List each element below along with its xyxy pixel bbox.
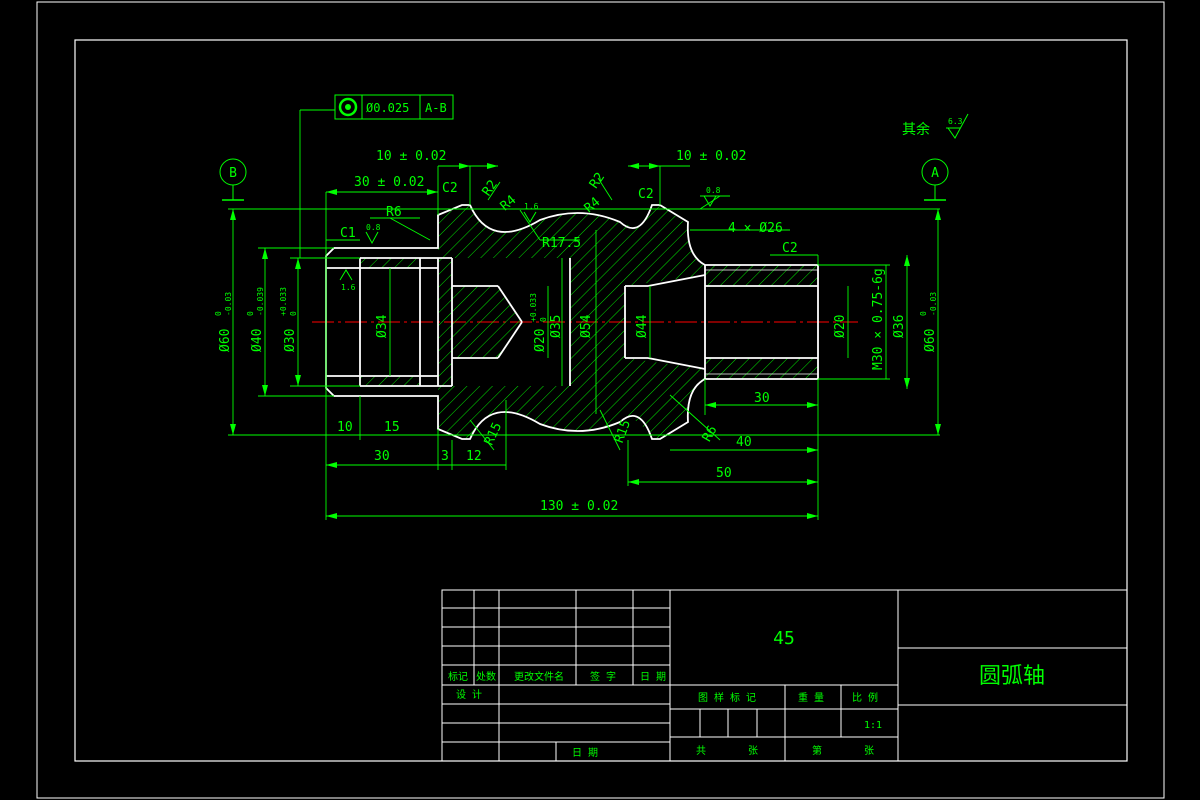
datum-b: B (219, 158, 247, 201)
section-hatch (326, 205, 818, 439)
tb-weight: 重 量 (798, 691, 824, 704)
dia-60-left: Ø60 (218, 329, 233, 352)
dia-36: Ø36 (892, 315, 907, 338)
dimension-texts: 10 ± 0.02 30 ± 0.02 10 ± 0.02 C2 C2 C2 C… (214, 149, 938, 514)
tb-sheet: 张 (748, 745, 758, 757)
roughness-icon (339, 269, 353, 281)
other-surfaces-label: 其余 (902, 121, 930, 138)
datum-a: A (921, 158, 949, 201)
thread-spec: M30 × 0.75-6g (871, 268, 886, 370)
radius-r6-bottom: R6 (700, 423, 721, 444)
thread-lines (705, 269, 818, 375)
chamfer-c2-left: C2 (442, 181, 458, 196)
dim-10-left: 10 ± 0.02 (376, 149, 446, 164)
datum-a-label: A (931, 166, 939, 181)
len-15: 15 (384, 420, 400, 435)
len-30-bottom: 30 (374, 449, 390, 464)
tolerance-frame: Ø0.025 A-B (334, 94, 454, 120)
tb-sheet2: 张 (864, 745, 874, 757)
dia-20-left: Ø20 (533, 329, 548, 352)
dia-35: Ø35 (549, 315, 564, 338)
dia-40-tol-low: -0.039 (256, 287, 265, 316)
dia-60-right-tol-up: 0 (919, 311, 928, 316)
dia-30-tol-up: +0.033 (279, 287, 288, 316)
tolerance-datum: A-B (425, 101, 447, 115)
tb-scale-value: 1:1 (864, 720, 882, 731)
dia-34: Ø34 (375, 314, 390, 338)
outer-sheet-border (36, 1, 1165, 799)
dia-30-tol-low: 0 (289, 311, 298, 316)
general-roughness-value: 6.3 (948, 117, 963, 126)
len-40: 40 (736, 435, 752, 450)
tb-total: 共 (696, 745, 706, 757)
datum-b-label: B (229, 166, 237, 181)
len-3: 3 (441, 449, 449, 464)
tb-signature: 签 字 (590, 670, 616, 683)
chamfer-c1: C1 (340, 226, 356, 241)
dia-60-right-tol-low: -0.03 (929, 292, 938, 316)
radius-r15-left: R15 (482, 420, 506, 448)
tb-date: 日 期 (640, 671, 666, 683)
radius-r17-5: R17.5 (542, 236, 581, 251)
part-outline (325, 204, 819, 440)
tb-change-doc: 更改文件名 (514, 670, 564, 683)
bore-roughness-value: 1.6 (341, 283, 356, 292)
dia-40: Ø40 (250, 329, 265, 352)
len-50: 50 (716, 466, 732, 481)
tb-no: 第 (812, 744, 822, 757)
radius-r2-left: R2 (480, 178, 501, 199)
chamfer-c2-right: C2 (638, 187, 654, 202)
dim-10-right: 10 ± 0.02 (676, 149, 746, 164)
dimension-lines (228, 109, 940, 520)
radius-r2-right: R2 (587, 170, 608, 191)
material-text: 45 (773, 628, 795, 649)
top-roughness-value: 0.8 (706, 186, 721, 195)
surface-finish-left: 0.8 1.6 1.6 (339, 202, 539, 292)
dia-60-left-tol-up: 0 (214, 311, 223, 316)
roughness-icon (365, 231, 379, 245)
tolerance-value: Ø0.025 (366, 101, 409, 115)
dia-60-left-tol-low: -0.03 (224, 292, 233, 316)
surface-finish-general: 其余 6.3 (902, 113, 969, 139)
dia-40-tol-up: 0 (246, 311, 255, 316)
part-name: 圆弧轴 (979, 664, 1045, 689)
tb-date2: 日 期 (572, 747, 598, 759)
len-total: 130 ± 0.02 (540, 499, 618, 514)
dia-54: Ø54 (579, 314, 594, 338)
groove-roughness-value: 1.6 (524, 202, 539, 211)
chamfer-c2-thread: C2 (782, 241, 798, 256)
dia-20-left-tol-up: +0.033 (529, 293, 538, 322)
surface-finish-top: 0.8 (700, 186, 730, 207)
left-roughness-value: 0.8 (366, 223, 381, 232)
title-block-texts: 45 圆弧轴 标记 处数 更改文件名 签 字 日 期 设 计 日 期 图 样 标… (448, 628, 1045, 759)
roughness-icon (523, 211, 537, 223)
dia-44: Ø44 (635, 314, 650, 338)
arrowheads (230, 163, 941, 519)
radius-r4-left: R4 (498, 193, 520, 215)
dia-20-right: Ø20 (833, 315, 848, 338)
title-block (441, 589, 1128, 762)
dim-30-top: 30 ± 0.02 (354, 175, 424, 190)
dia-20-left-tol-low: 0 (539, 317, 548, 322)
tb-count: 处数 (476, 670, 496, 683)
roughness-icon (703, 195, 717, 207)
roughness-icon (947, 113, 969, 139)
dia-30: Ø30 (283, 329, 298, 352)
tb-scale: 比 例 (852, 691, 878, 704)
holes-callout: 4 × Ø26 (728, 221, 783, 236)
concentricity-icon (338, 97, 358, 117)
dia-60-right: Ø60 (923, 329, 938, 352)
len-30-thread: 30 (754, 391, 770, 406)
radius-r6-top: R6 (386, 205, 402, 220)
len-10: 10 (337, 420, 353, 435)
len-12: 12 (466, 449, 482, 464)
tb-design: 设 计 (456, 688, 482, 701)
tb-stage-mark: 图 样 标 记 (698, 691, 756, 704)
tb-mark: 标记 (448, 671, 468, 683)
